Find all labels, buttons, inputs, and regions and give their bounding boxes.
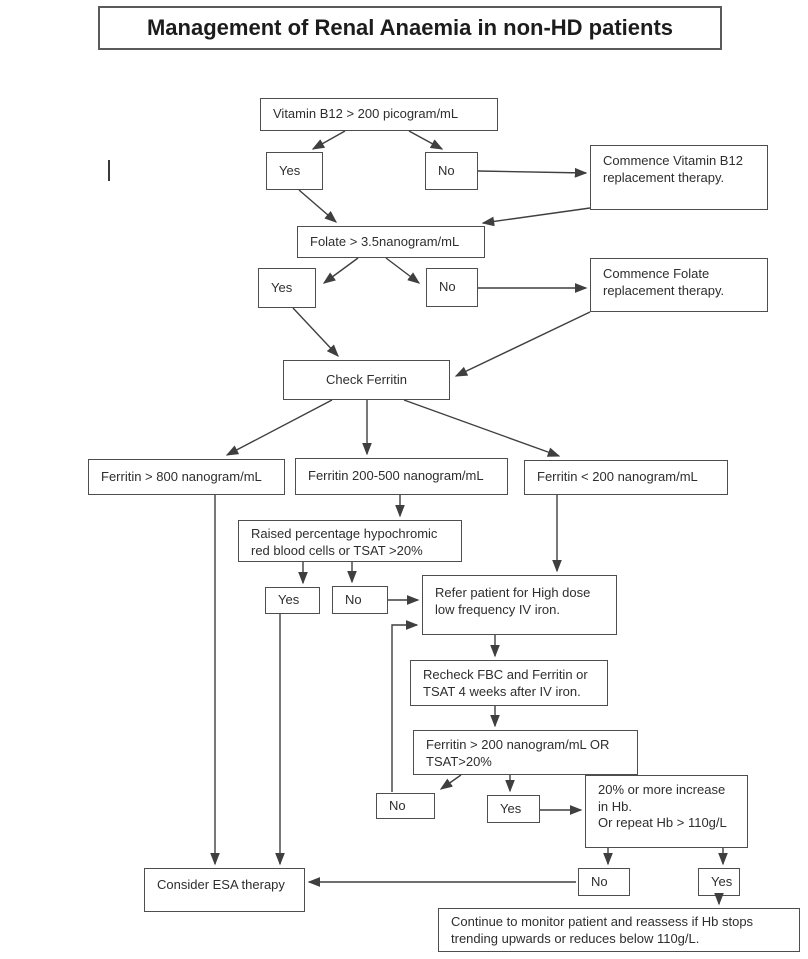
node-hb-check-yes: Yes (698, 868, 740, 896)
node-ferritin-tsat-recheck: Ferritin > 200 nanogram/mL OR TSAT>20% (413, 730, 638, 775)
node-ferritin-200-500: Ferritin 200-500 nanogram/mL (295, 458, 508, 495)
text-cursor-artifact (108, 160, 110, 181)
node-folate-yes: Yes (258, 268, 316, 308)
node-iron-response-no: No (376, 793, 435, 819)
node-hypochromic-yes: Yes (265, 587, 320, 614)
node-check-ferritin: Check Ferritin (283, 360, 450, 400)
node-commence-b12-therapy: Commence Vitamin B12 replacement therapy… (590, 145, 768, 210)
node-hypochromic-no: No (332, 586, 388, 614)
node-hb-increase-check: 20% or more increase in Hb. Or repeat Hb… (585, 775, 748, 848)
node-commence-folate-therapy: Commence Folate replacement therapy. (590, 258, 768, 312)
node-ferritin-below-200: Ferritin < 200 nanogram/mL (524, 460, 728, 495)
node-folate-check: Folate > 3.5nanogram/mL (297, 226, 485, 258)
node-refer-iv-iron: Refer patient for High dose low frequenc… (422, 575, 617, 635)
node-b12-no: No (425, 152, 478, 190)
node-continue-monitoring: Continue to monitor patient and reassess… (438, 908, 800, 952)
node-ferritin-above-800: Ferritin > 800 nanogram/mL (88, 459, 285, 495)
node-folate-no: No (426, 268, 478, 307)
node-recheck-fbc-ferritin: Recheck FBC and Ferritin or TSAT 4 weeks… (410, 660, 608, 706)
page-title: Management of Renal Anaemia in non-HD pa… (98, 6, 722, 50)
node-iron-response-yes: Yes (487, 795, 540, 823)
node-consider-esa-therapy: Consider ESA therapy (144, 868, 305, 912)
node-hypochromic-or-tsat: Raised percentage hypochromic red blood … (238, 520, 462, 562)
node-hb-check-no: No (578, 868, 630, 896)
node-b12-yes: Yes (266, 152, 323, 190)
node-vitamin-b12-check: Vitamin B12 > 200 picogram/mL (260, 98, 498, 131)
